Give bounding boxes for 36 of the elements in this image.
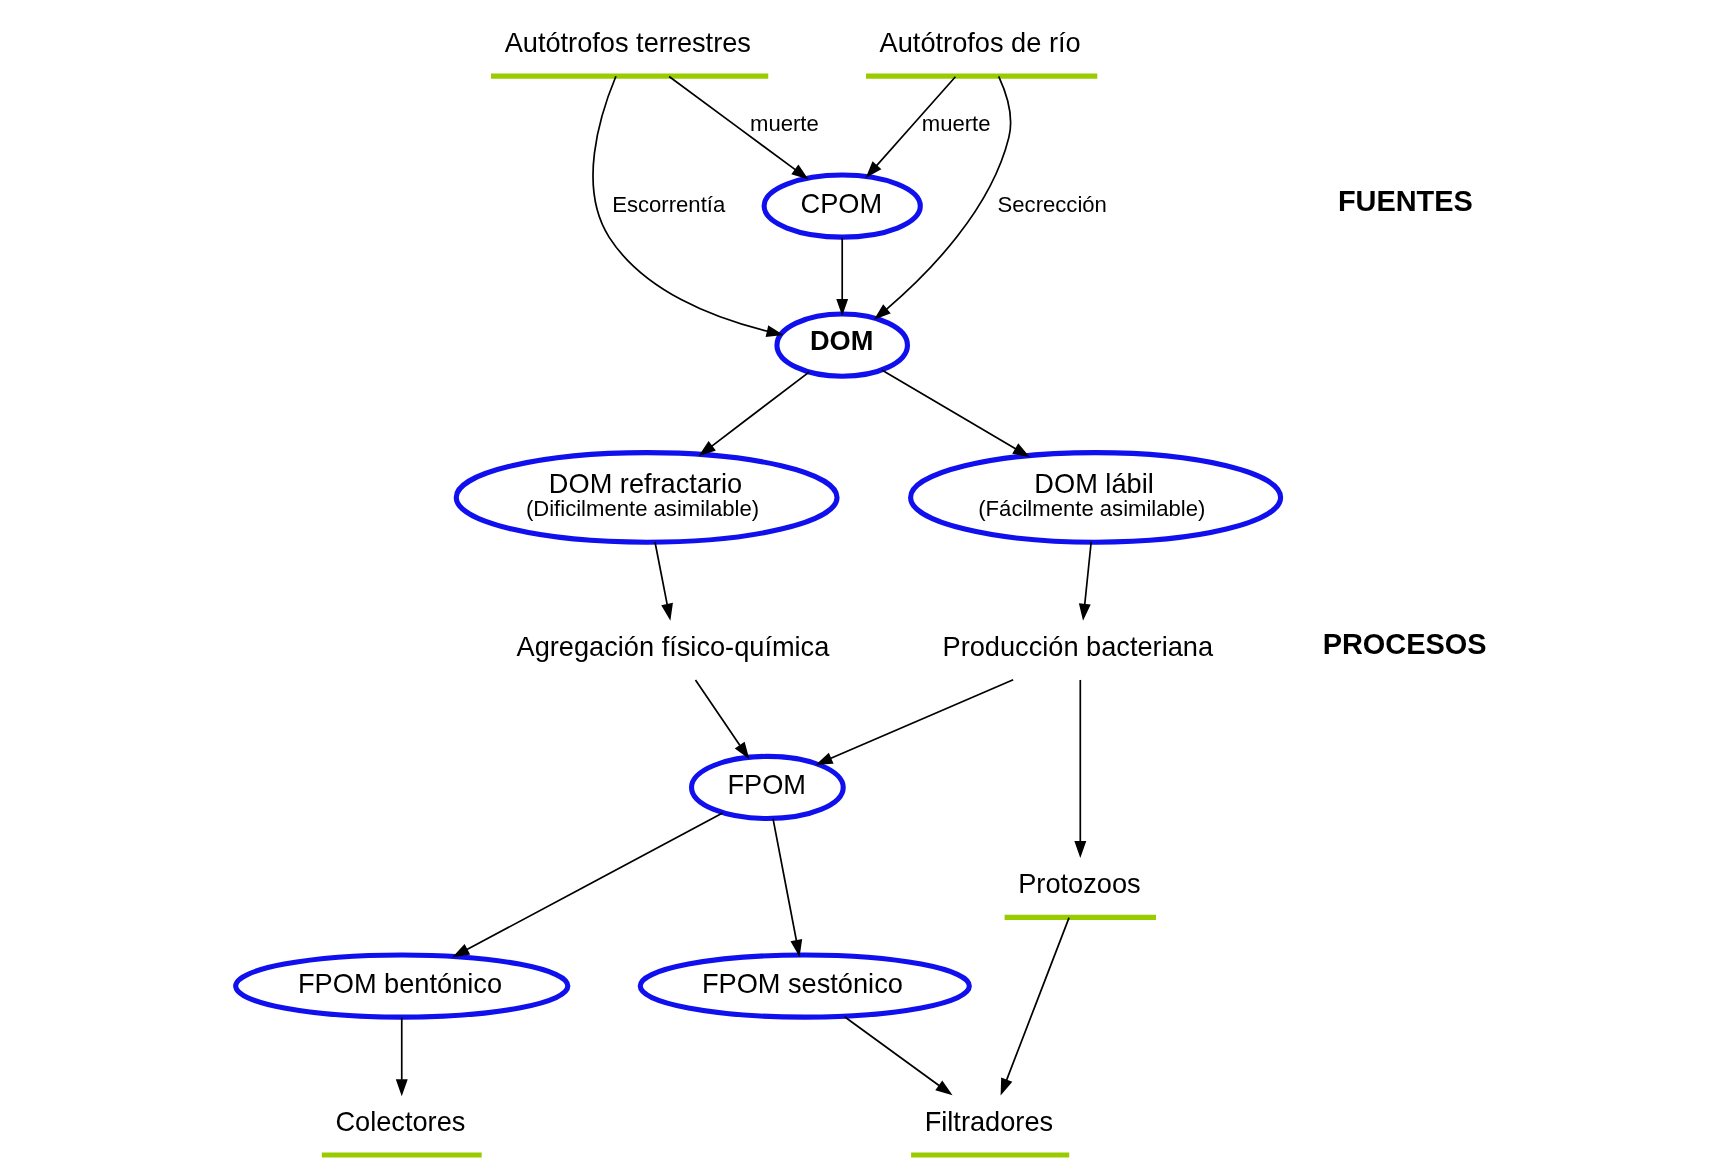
arrow	[865, 75, 956, 178]
node-ellipse: FPOM sestónico	[637, 952, 972, 1020]
arrow	[835, 237, 848, 316]
edge-label: muerte	[749, 111, 819, 137]
arrow	[591, 75, 784, 337]
edge-label: Secrección	[997, 191, 1107, 217]
arrow	[1078, 541, 1092, 621]
arrow	[395, 1016, 408, 1097]
node-text: Autótrofos de río	[879, 27, 1081, 59]
arrow	[694, 679, 749, 760]
arrow	[873, 75, 1011, 320]
node-ellipse: CPOM	[761, 172, 923, 240]
arrow	[667, 75, 809, 180]
node-ellipse: FPOM bentónico	[232, 952, 570, 1020]
label: PROCESOS	[1322, 628, 1486, 661]
node-ellipse: DOM refractario (Dificilmente asimilable)	[453, 450, 840, 545]
node-ellipse: DOM lábil (Fácilmente asimilable)	[907, 450, 1283, 545]
node-ellipse: DOM	[773, 311, 910, 379]
arrow	[698, 371, 810, 457]
arrow	[1073, 679, 1086, 859]
edge-label: Escorrentía	[611, 191, 725, 217]
node-text: Protozoos	[1017, 868, 1141, 900]
arrow	[880, 369, 1030, 458]
node-text: Producción bacteriana	[942, 630, 1213, 662]
arrow	[815, 678, 1014, 765]
node-text: Autótrofos terrestres	[504, 27, 751, 59]
node-text: Filtradores	[924, 1105, 1053, 1137]
arrow	[451, 812, 723, 958]
arrow	[1000, 916, 1070, 1096]
arrow	[653, 541, 673, 621]
node-text: Colectores	[334, 1105, 465, 1137]
edge-label: muerte	[921, 111, 991, 137]
label: FUENTES	[1337, 185, 1473, 218]
arrow	[843, 1015, 953, 1096]
arrow	[771, 817, 802, 957]
node-text: Agregación físico-química	[516, 630, 829, 662]
